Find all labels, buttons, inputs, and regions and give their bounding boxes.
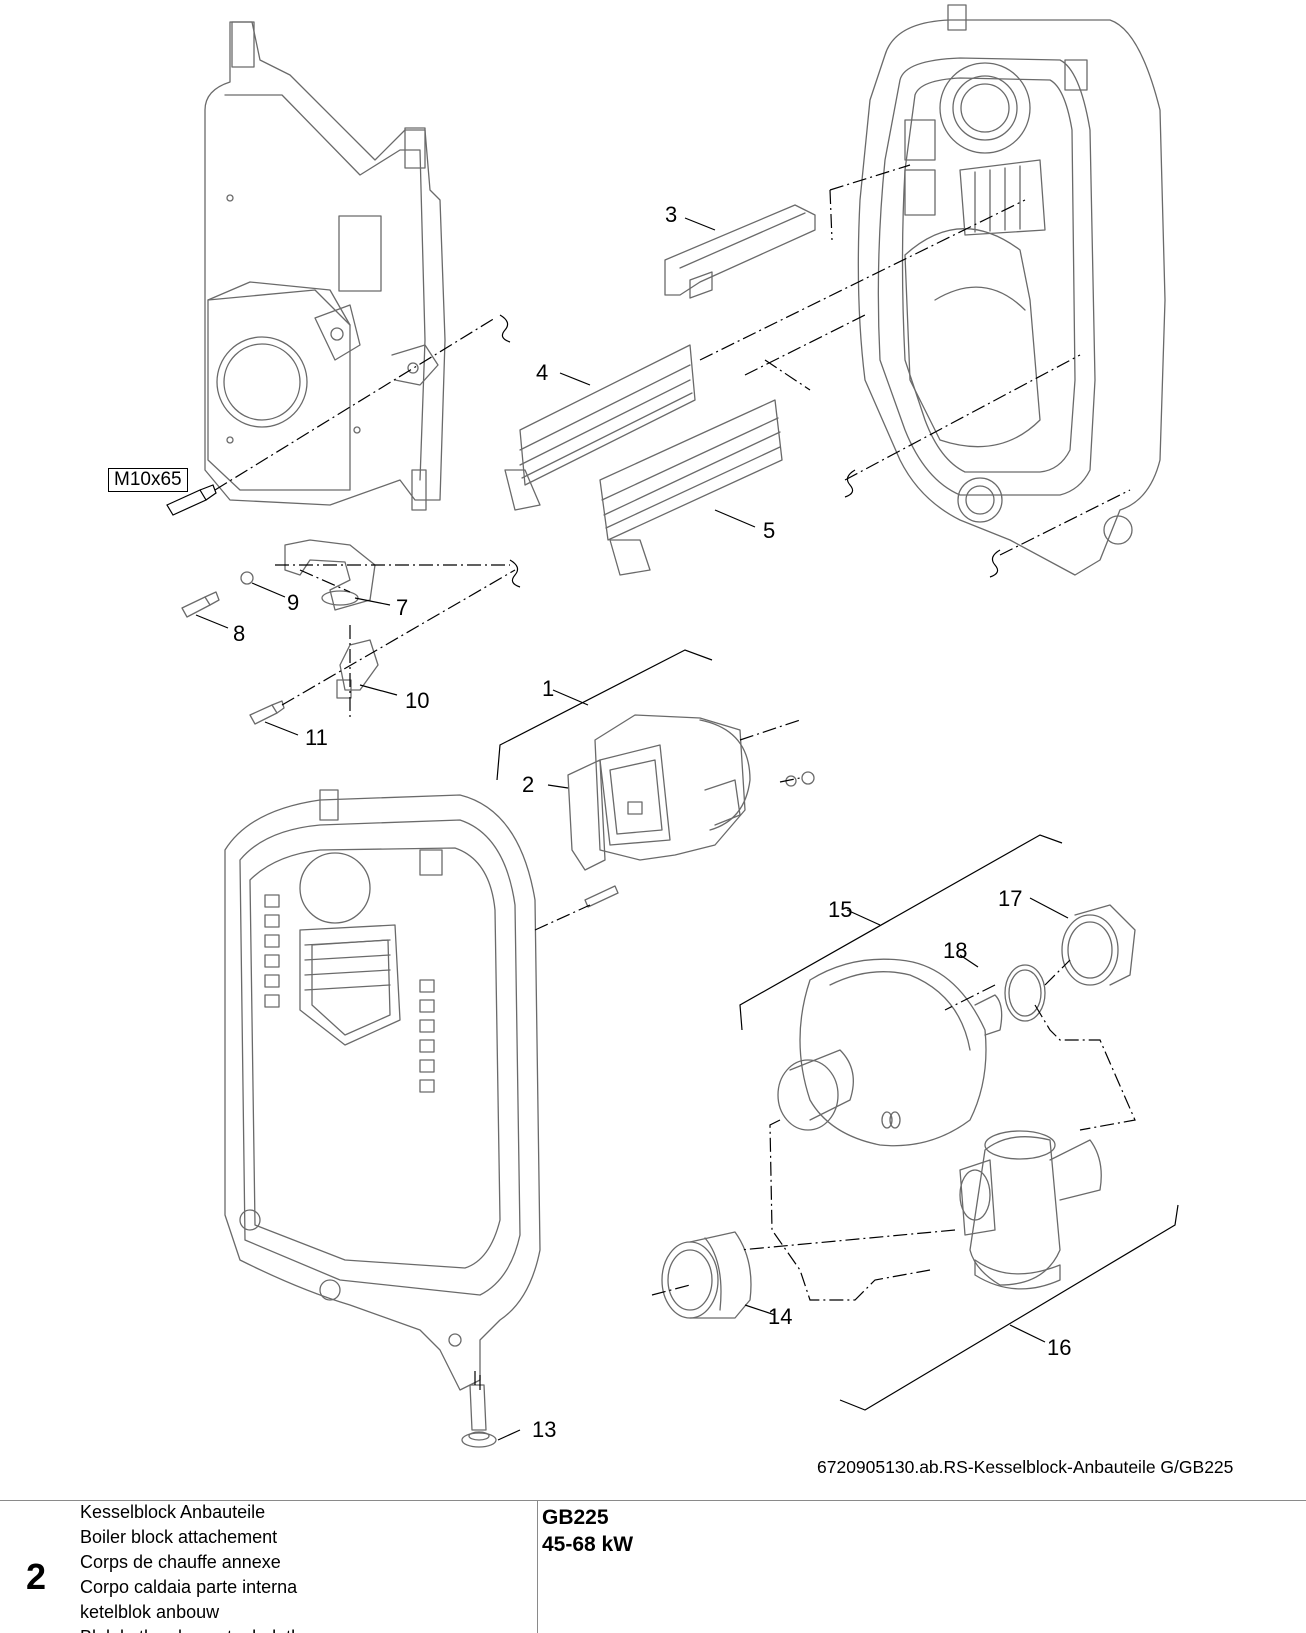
section-number: 2 (26, 1556, 47, 1597)
callout-11: 11 (305, 725, 328, 750)
callout-4: 4 (536, 360, 549, 385)
leader-lines (195, 217, 1069, 1441)
hose-clamp-14 (661, 1231, 752, 1319)
screw-11 (249, 700, 285, 725)
callout-15: 15 (828, 897, 853, 922)
screw-13 (461, 1384, 497, 1448)
title-en: Boiler block attachement (80, 1527, 278, 1547)
seal-ring-18 (1004, 964, 1046, 1022)
heat-exchanger-frame (857, 4, 1166, 576)
footer-top-rule (0, 1500, 1306, 1501)
nut (801, 771, 815, 785)
callout-16: 16 (1047, 1335, 1072, 1360)
sensor-holder-10 (336, 639, 379, 699)
fan-adapter-1 (594, 714, 751, 861)
condensate-trap-15 (777, 958, 1003, 1147)
power-range: 45-68 kW (542, 1533, 634, 1556)
footer-column-divider (537, 1500, 538, 1633)
assembly-lines (214, 164, 1136, 1385)
callout-2: 2 (522, 772, 535, 797)
callout-9: 9 (287, 590, 300, 615)
turbulator-plate-4 (504, 344, 696, 511)
callout-8: 8 (233, 621, 246, 646)
section-titles: Kesselblock Anbauteile Boiler block atta… (80, 1500, 333, 1633)
callout-17: 17 (998, 886, 1023, 911)
group-bracket-16 (839, 1204, 1179, 1411)
burner-housing-cover (204, 21, 446, 511)
model-info: GB225 45-68 kW (542, 1504, 633, 1558)
callout-10: 10 (405, 688, 430, 713)
model-name: GB225 (542, 1506, 609, 1529)
break-marks (499, 314, 1001, 588)
turbulator-plate-5 (599, 399, 783, 576)
callout-5: 5 (763, 518, 776, 543)
washer-9 (240, 571, 254, 585)
boiler-block-casting (224, 789, 541, 1391)
title-pl: Blok kotła, elementy dodatkowe (80, 1625, 333, 1633)
group-bracket-1 (496, 649, 713, 781)
hose-clamp-17 (1061, 904, 1136, 986)
title-nl: ketelblok anbouw (80, 1602, 220, 1622)
group-bracket-15 (739, 834, 1063, 1031)
exploded-parts-drawing (166, 4, 1179, 1448)
title-it: Corpo caldaia parte interna (80, 1577, 298, 1597)
callout-13: 13 (532, 1417, 557, 1442)
gasket-2 (567, 759, 606, 871)
bolt-m10x65 (166, 484, 217, 516)
callout-7: 7 (396, 595, 409, 620)
bolt-8 (181, 591, 220, 618)
bolt-size-label: M10x65 (108, 468, 188, 492)
callout-1: 1 (542, 676, 555, 701)
callout-3: 3 (665, 202, 678, 227)
group-brackets (479, 649, 1179, 1411)
callout-18: 18 (943, 938, 968, 963)
callout-14: 14 (768, 1304, 793, 1329)
t-piece-16 (959, 1130, 1102, 1290)
title-de: Kesselblock Anbauteile (80, 1502, 266, 1522)
title-fr: Corps de chauffe annexe (80, 1552, 281, 1572)
baffle-strip-3 (664, 204, 816, 299)
drawing-reference: 6720905130.ab.RS-Kesselblock-Anbauteile … (817, 1457, 1234, 1477)
stud-bolt (584, 885, 619, 908)
